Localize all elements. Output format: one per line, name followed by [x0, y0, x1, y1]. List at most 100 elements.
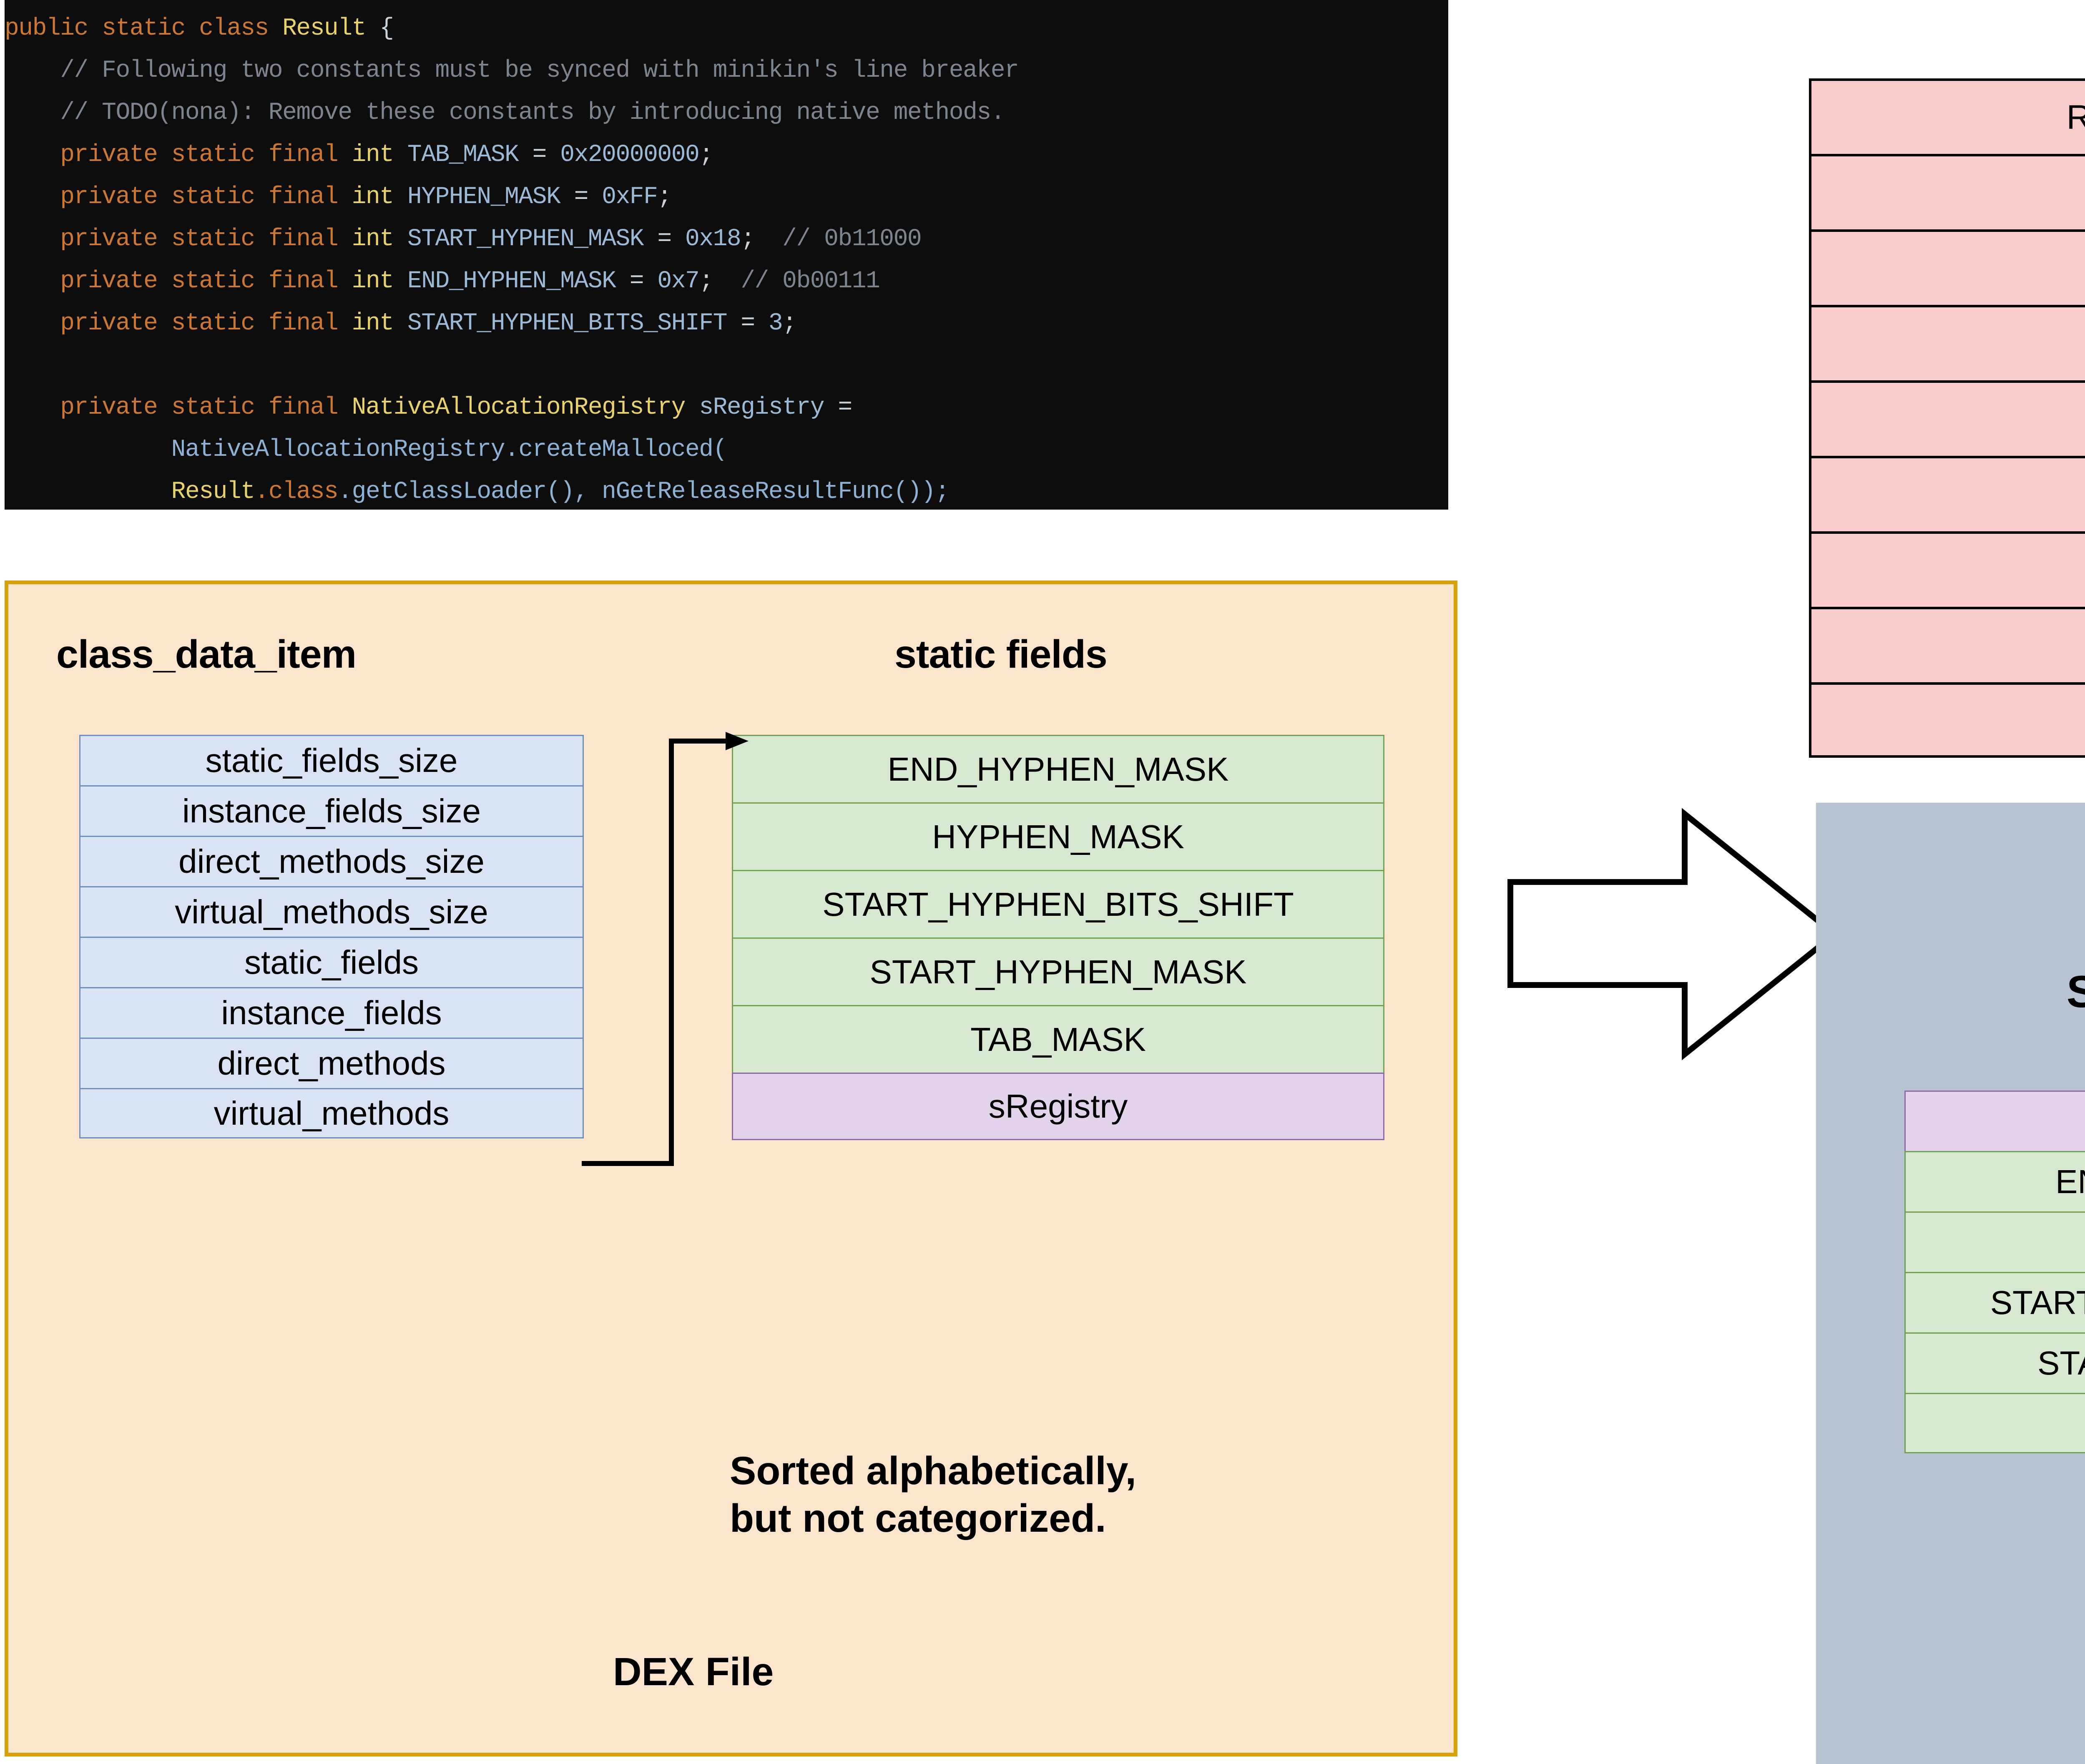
code-token: int	[352, 141, 407, 168]
code-token: private	[5, 310, 171, 337]
code-token: Result	[171, 478, 255, 505]
order-table-row: byte Fields	[1809, 682, 2085, 758]
code-line: public static class Result {	[5, 8, 1018, 50]
code-line: private static final int START_HYPHEN_BI…	[5, 302, 1018, 344]
code-token: static	[102, 15, 199, 42]
code-token: final	[268, 226, 352, 253]
code-token: // Following two constants must be synce…	[5, 57, 1019, 84]
order-table-row: float Fields	[1809, 380, 2085, 456]
order-table-row: boolean Fields	[1809, 607, 2085, 682]
code-line: private static final int END_HYPHEN_MASK…	[5, 260, 1018, 302]
code-token: 0x7	[657, 268, 699, 295]
code-token: ;	[699, 141, 713, 168]
transform-arrow-icon	[1507, 808, 1840, 1060]
code-token: private	[5, 394, 171, 421]
code-token: final	[268, 183, 352, 211]
class-data-item-row: virtual_methods	[79, 1088, 584, 1138]
code-token: final	[268, 268, 352, 295]
static-field-row: sRegistry	[732, 1073, 1384, 1140]
code-token: int	[352, 183, 407, 211]
code-token: =	[726, 310, 769, 337]
code-token: ;	[657, 183, 672, 211]
code-token: =	[560, 183, 602, 211]
code-token: static	[171, 183, 269, 211]
code-token: Result	[282, 15, 366, 42]
code-token: // 0b00111	[741, 268, 880, 295]
code-token: 0x18	[685, 226, 741, 253]
code-token: private	[5, 183, 171, 211]
code-token: final	[268, 310, 352, 337]
code-token: public	[5, 15, 102, 42]
code-token: 0x20000000	[560, 141, 700, 168]
code-token: =	[643, 226, 686, 253]
order-table-row: char Fields	[1809, 456, 2085, 531]
class-data-item-row: static_fields	[79, 937, 584, 987]
static-field-row: START_HYPHEN_BITS_SHIFT	[732, 870, 1384, 937]
code-token: 3	[768, 310, 783, 337]
static-field-row: HYPHEN_MASK	[732, 802, 1384, 870]
class-panel-title: Class	[1816, 842, 2085, 895]
order-table-row: long Fields	[1809, 154, 2085, 229]
code-token: static	[171, 310, 269, 337]
code-token: int	[352, 268, 407, 295]
code-token: .createMalloced(	[505, 436, 727, 463]
class-static-fields-list: sRegistryEND_HYPHEN_MASKHYPHEN_MASKSTART…	[1904, 1091, 2085, 1453]
sorted-note-line2: but not categorized.	[730, 1496, 1106, 1540]
code-line: private static final int HYPHEN_MASK = 0…	[5, 176, 1018, 218]
code-token: private	[5, 141, 171, 168]
code-token: {	[365, 15, 394, 42]
code-line: private static final int START_HYPHEN_MA…	[5, 218, 1018, 260]
code-line: // TODO(nona): Remove these constants by…	[5, 92, 1018, 134]
code-token: 0xFF	[602, 183, 658, 211]
class-data-item-row: instance_fields	[79, 987, 584, 1038]
class-static-field-row: START_HYPHEN_BITS_SHIFT	[1904, 1272, 2085, 1332]
order-table-row: double Fields	[1809, 229, 2085, 305]
order-table-row: short Fields	[1809, 531, 2085, 607]
code-token: START_HYPHEN_BITS_SHIFT	[407, 310, 728, 337]
class-data-item-row: direct_methods	[79, 1038, 584, 1088]
code-token	[5, 478, 171, 505]
code-token: NativeAllocationRegistry	[352, 394, 699, 421]
order-table-row: Reference Fields	[1809, 78, 2085, 154]
code-token: // TODO(nona): Remove these constants by…	[5, 99, 1005, 126]
code-token: static	[171, 141, 269, 168]
code-token: END_HYPHEN_MASK	[407, 268, 616, 295]
code-token: .getClassLoader(), nGetReleaseResultFunc…	[338, 478, 950, 505]
class-data-item-row: direct_methods_size	[79, 836, 584, 886]
code-token: TAB_MASK	[407, 141, 519, 168]
code-line	[5, 344, 1018, 387]
class-static-field-row: END_HYPHEN_MASK	[1904, 1151, 2085, 1211]
code-token: =	[824, 394, 852, 421]
code-token: NativeAllocationRegistry	[5, 436, 505, 463]
static-field-row: END_HYPHEN_MASK	[732, 735, 1384, 802]
code-token: static	[171, 268, 269, 295]
source-code-block: public static class Result { // Followin…	[5, 0, 1448, 510]
code-token: HYPHEN_MASK	[407, 183, 561, 211]
code-token: class	[268, 478, 339, 505]
class-static-field-row: START_HYPHEN_MASK	[1904, 1332, 2085, 1393]
class-data-item-row: virtual_methods_size	[79, 886, 584, 937]
code-line: // Following two constants must be synce…	[5, 50, 1019, 92]
code-line: private static final NativeAllocationReg…	[5, 387, 1018, 429]
sorted-note-line1: Sorted alphabetically,	[730, 1449, 1136, 1493]
code-line: NativeAllocationRegistry.createMalloced(	[5, 429, 1018, 471]
code-token: ;	[699, 268, 741, 295]
code-token: =	[518, 141, 560, 168]
static-field-row: START_HYPHEN_MASK	[732, 937, 1384, 1005]
class-static-field-row: TAB_MASK	[1904, 1393, 2085, 1453]
class-panel-subtitle: Static Fields	[2066, 966, 2085, 1017]
code-token: START_HYPHEN_MASK	[407, 226, 644, 253]
code-line: Result.class.getClassLoader(), nGetRelea…	[5, 471, 1018, 510]
code-token: =	[615, 268, 658, 295]
order-table-row: int Fields	[1809, 305, 2085, 380]
code-token: private	[5, 226, 171, 253]
order-table: Reference Fieldslong Fieldsdouble Fields…	[1809, 78, 2085, 758]
class-static-field-row: HYPHEN_MASK	[1904, 1211, 2085, 1272]
runtime-class-panel: Class Static Fields sRegistryEND_HYPHEN_…	[1816, 803, 2085, 1764]
class-data-item-row: instance_fields_size	[79, 785, 584, 836]
code-token: .	[254, 478, 269, 505]
static-fields-title: static fields	[894, 632, 1108, 676]
code-token: ;	[741, 226, 783, 253]
code-line: private static final int TAB_MASK = 0x20…	[5, 134, 1018, 176]
